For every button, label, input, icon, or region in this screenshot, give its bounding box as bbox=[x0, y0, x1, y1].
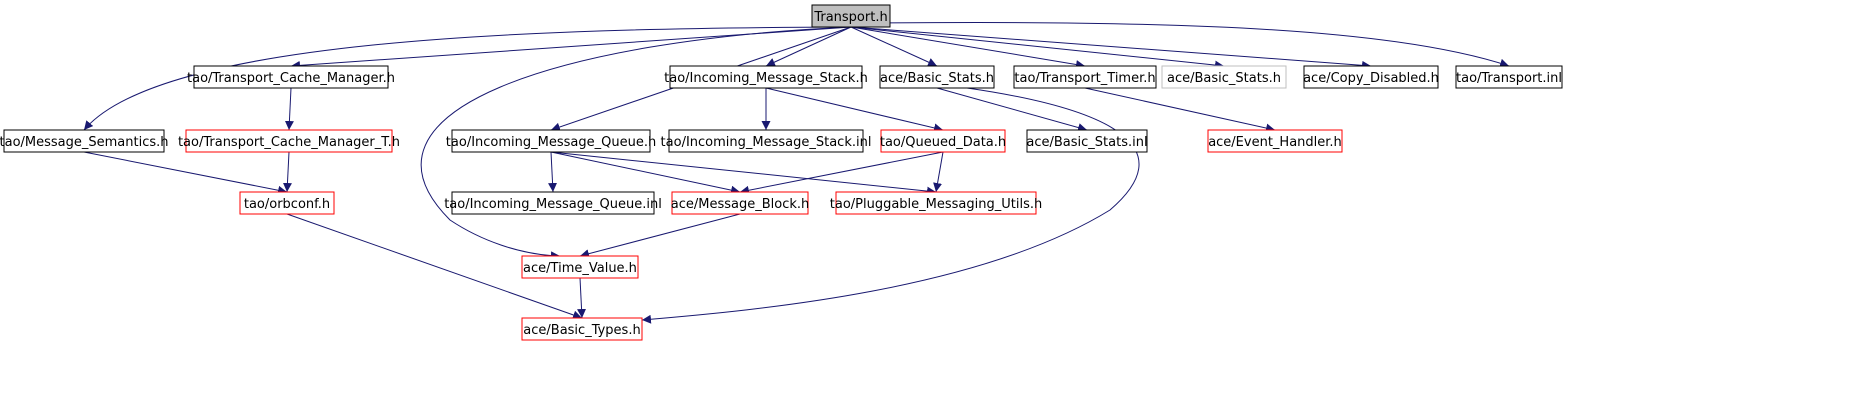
node-box bbox=[880, 129, 1006, 153]
node-ims-inl[interactable]: tao/Incoming_Message_Stack.inl bbox=[661, 129, 872, 153]
node-label: tao/Transport_Cache_Manager_T.h bbox=[178, 135, 400, 150]
edge-tcm-t-h-to-orbconf-h bbox=[282, 151, 292, 193]
edge-msg-sem-h-to-orbconf-h bbox=[83, 151, 288, 195]
edge-queued-data-h-to-message-block-h bbox=[739, 151, 944, 195]
node-label: ace/Basic_Stats.h bbox=[880, 71, 994, 86]
node-box bbox=[1026, 129, 1148, 153]
edge-timer-h-to-event-handler-h bbox=[1084, 87, 1276, 133]
node-timer-h[interactable]: tao/Transport_Timer.h bbox=[1013, 65, 1157, 89]
node-basic-stats-inl[interactable]: ace/Basic_Stats.inl bbox=[1026, 129, 1148, 153]
edge-message-block-h-to-time-value-h bbox=[579, 213, 741, 259]
node-box bbox=[1013, 65, 1157, 89]
node-basic-stats-h-gray[interactable]: ace/Basic_Stats.h bbox=[1161, 65, 1287, 89]
node-label: ace/Time_Value.h bbox=[523, 261, 637, 276]
node-box bbox=[239, 191, 335, 215]
node-box bbox=[811, 4, 891, 28]
node-label: tao/orbconf.h bbox=[244, 197, 330, 212]
node-label: ace/Basic_Stats.h bbox=[1167, 71, 1281, 86]
node-label: ace/Message_Block.h bbox=[671, 197, 810, 212]
edge-transport-h-to-time-value-h bbox=[420, 26, 852, 261]
node-imq-h[interactable]: tao/Incoming_Message_Queue.h bbox=[446, 129, 656, 153]
node-box bbox=[669, 65, 863, 89]
node-box bbox=[1303, 65, 1439, 89]
node-orbconf-h[interactable]: tao/orbconf.h bbox=[239, 191, 335, 215]
node-box bbox=[835, 191, 1037, 215]
node-label: Transport.h bbox=[813, 10, 887, 25]
edge-queued-data-h-to-pmu-h bbox=[933, 151, 944, 193]
node-tcm-t-h[interactable]: tao/Transport_Cache_Manager_T.h bbox=[178, 129, 400, 153]
edge-time-value-h-to-basic-types-h bbox=[577, 277, 587, 319]
edge-transport-h-to-msg-sem-h bbox=[83, 26, 852, 131]
node-tcm-h[interactable]: tao/Transport_Cache_Manager.h bbox=[187, 65, 395, 89]
node-box bbox=[879, 65, 995, 89]
edge-tcm-h-to-tcm-t-h bbox=[284, 87, 294, 131]
edge-imq-h-to-message-block-h bbox=[550, 151, 741, 195]
node-box bbox=[521, 317, 643, 341]
node-basic-stats-h[interactable]: ace/Basic_Stats.h bbox=[879, 65, 995, 89]
node-pmu-h[interactable]: tao/Pluggable_Messaging_Utils.h bbox=[830, 191, 1042, 215]
node-label: tao/Incoming_Message_Queue.inl bbox=[444, 197, 662, 212]
node-box bbox=[668, 129, 864, 153]
edge-transport-h-to-copy-disabled-h bbox=[850, 26, 1372, 70]
node-label: ace/Basic_Stats.inl bbox=[1026, 135, 1147, 150]
node-label: ace/Event_Handler.h bbox=[1208, 135, 1342, 150]
node-ims-h[interactable]: tao/Incoming_Message_Stack.h bbox=[664, 65, 868, 89]
edge-transport-h-to-timer-h bbox=[850, 26, 1086, 69]
edge-imq-h-to-pmu-h bbox=[550, 151, 937, 196]
node-box bbox=[3, 129, 165, 153]
node-box bbox=[451, 129, 651, 153]
edge-transport-h-to-basic-stats-h-gray bbox=[850, 26, 1225, 70]
node-label: ace/Copy_Disabled.h bbox=[1303, 71, 1439, 86]
node-label: tao/Transport.inl bbox=[1456, 71, 1562, 86]
node-transport-h[interactable]: Transport.h bbox=[811, 4, 891, 28]
node-box bbox=[451, 191, 655, 215]
node-transport-inl[interactable]: tao/Transport.inl bbox=[1455, 65, 1563, 89]
edge-imq-h-to-imq-inl bbox=[548, 151, 558, 193]
edge-orbconf-h-to-basic-types-h bbox=[286, 213, 583, 320]
node-label: tao/Queued_Data.h bbox=[880, 135, 1006, 150]
edge-transport-h-to-transport-inl bbox=[880, 22, 1510, 68]
node-box bbox=[185, 129, 393, 153]
node-box bbox=[1207, 129, 1343, 153]
node-label: tao/Transport_Timer.h bbox=[1014, 71, 1155, 86]
node-label: tao/Incoming_Message_Stack.h bbox=[664, 71, 868, 86]
node-label: tao/Transport_Cache_Manager.h bbox=[187, 71, 395, 86]
node-event-handler-h[interactable]: ace/Event_Handler.h bbox=[1207, 129, 1343, 153]
node-layer: Transport.h tao/Transport_Cache_Manager.h… bbox=[0, 4, 1563, 341]
node-time-value-h[interactable]: ace/Time_Value.h bbox=[521, 255, 639, 279]
edge-basic-stats-h-to-basic-types-h bbox=[641, 87, 1140, 324]
node-copy-disabled-h[interactable]: ace/Copy_Disabled.h bbox=[1303, 65, 1439, 89]
node-msg-sem-h[interactable]: tao/Message_Semantics.h bbox=[0, 129, 169, 153]
node-imq-inl[interactable]: tao/Incoming_Message_Queue.inl bbox=[444, 191, 662, 215]
node-box bbox=[671, 191, 809, 215]
edge-transport-h-to-ims-h bbox=[765, 26, 852, 67]
node-basic-types-h[interactable]: ace/Basic_Types.h bbox=[521, 317, 643, 341]
node-label: tao/Incoming_Message_Queue.h bbox=[446, 135, 656, 150]
node-queued-data-h[interactable]: tao/Queued_Data.h bbox=[880, 129, 1006, 153]
edge-basic-stats-h-to-basic-stats-inl bbox=[936, 87, 1088, 132]
edge-layer bbox=[83, 22, 1510, 324]
node-message-block-h[interactable]: ace/Message_Block.h bbox=[671, 191, 810, 215]
node-label: tao/Incoming_Message_Stack.inl bbox=[661, 135, 872, 150]
edge-ims-h-to-queued-data-h bbox=[765, 87, 944, 133]
node-box bbox=[1161, 65, 1287, 89]
node-label: ace/Basic_Types.h bbox=[523, 323, 640, 338]
node-box bbox=[1455, 65, 1563, 89]
node-label: tao/Pluggable_Messaging_Utils.h bbox=[830, 197, 1042, 212]
node-box bbox=[193, 65, 389, 89]
node-box bbox=[521, 255, 639, 279]
node-label: tao/Message_Semantics.h bbox=[0, 135, 169, 150]
edge-transport-h-to-basic-stats-h bbox=[850, 26, 938, 67]
